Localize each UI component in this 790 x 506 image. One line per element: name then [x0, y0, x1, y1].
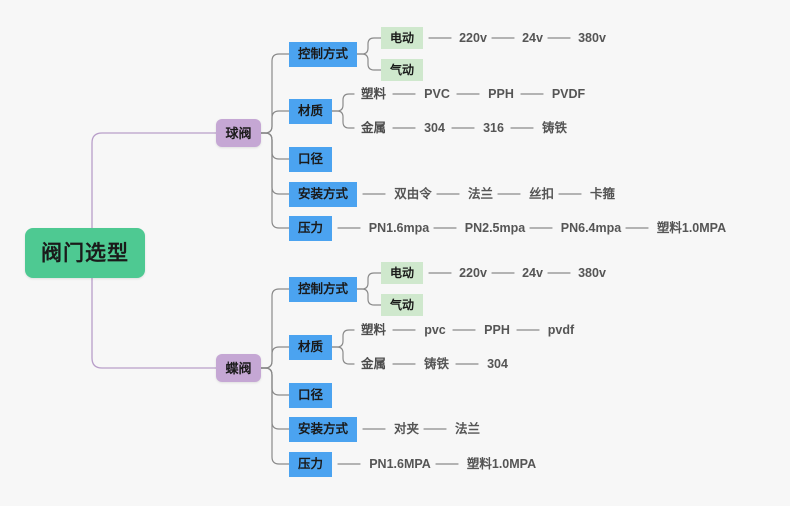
- branch-node-1[interactable]: 球阀: [216, 119, 261, 147]
- leaf-node: 220v: [459, 265, 487, 280]
- category-node-2-2[interactable]: 材质: [289, 334, 332, 360]
- category-node-2-5[interactable]: 压力: [289, 451, 332, 477]
- category-node-1-5[interactable]: 压力: [289, 215, 332, 241]
- leaf-node: 380v: [578, 265, 606, 280]
- branch-node-2[interactable]: 蝶阀: [216, 354, 261, 382]
- category-node-1-3[interactable]: 口径: [289, 146, 332, 172]
- group-label: 金属: [360, 356, 386, 371]
- leaf-node: 塑料1.0MPA: [656, 220, 727, 235]
- category-node-2-1[interactable]: 控制方式: [289, 276, 357, 302]
- leaf-node: 法兰: [467, 186, 493, 201]
- drive-node-1-2[interactable]: 气动: [381, 59, 423, 81]
- drive-node-2-2[interactable]: 气动: [381, 294, 423, 316]
- leaf-node: PN1.6MPA: [369, 456, 431, 471]
- leaf-node: 对夹: [393, 421, 419, 436]
- leaf-node: PN2.5mpa: [464, 220, 526, 235]
- leaf-node: 铸铁: [541, 120, 567, 135]
- category-node-1-2[interactable]: 材质: [289, 98, 332, 124]
- leaf-node: 铸铁: [423, 356, 449, 371]
- category-node-2-4[interactable]: 安装方式: [289, 416, 357, 442]
- leaf-node: pvdf: [547, 322, 575, 337]
- leaf-node: PPH: [484, 322, 510, 337]
- leaf-node: 丝扣: [528, 186, 554, 201]
- drive-node-2-1[interactable]: 电动: [381, 262, 423, 284]
- leaf-node: 塑料1.0MPA: [466, 456, 537, 471]
- drive-node-1-1[interactable]: 电动: [381, 27, 423, 49]
- leaf-node: 304: [487, 356, 508, 371]
- leaf-node: 24v: [522, 265, 543, 280]
- category-node-1-4[interactable]: 安装方式: [289, 181, 357, 207]
- leaf-node: PVC: [424, 86, 450, 101]
- leaf-node: 卡箍: [589, 186, 615, 201]
- category-node-2-3[interactable]: 口径: [289, 382, 332, 408]
- group-label: 塑料: [360, 322, 386, 337]
- group-label: 金属: [360, 120, 386, 135]
- leaf-node: PVDF: [551, 86, 586, 101]
- leaf-node: PN6.4mpa: [560, 220, 622, 235]
- leaf-node: PPH: [488, 86, 514, 101]
- leaf-node: 380v: [578, 30, 606, 45]
- leaf-node: 法兰: [454, 421, 480, 436]
- leaf-node: 双由令: [394, 186, 432, 201]
- leaf-node: 316: [483, 120, 504, 135]
- leaf-node: 24v: [522, 30, 543, 45]
- leaf-node: 220v: [459, 30, 487, 45]
- leaf-node: PN1.6mpa: [368, 220, 430, 235]
- leaf-node: pvc: [424, 322, 446, 337]
- category-node-1-1[interactable]: 控制方式: [289, 41, 357, 67]
- root-node[interactable]: 阀门选型: [25, 228, 145, 278]
- group-label: 塑料: [360, 86, 386, 101]
- leaf-node: 304: [424, 120, 445, 135]
